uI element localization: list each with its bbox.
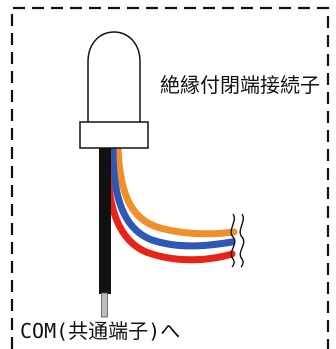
connector-cap-collar <box>79 121 149 149</box>
wire-orange <box>114 144 238 238</box>
connector-cap-dome <box>87 31 141 122</box>
wire-black <box>99 148 111 294</box>
cut-mark-1 <box>230 213 236 268</box>
dashed-frame <box>10 6 330 349</box>
com-terminal-label: COM(共通端子)へ <box>20 319 181 343</box>
colored-wires <box>104 144 238 264</box>
wire-blue <box>109 146 236 250</box>
wire-core <box>101 292 108 318</box>
connector-label: 絶縁付閉端接続子 <box>160 73 320 97</box>
cut-marks <box>230 213 245 268</box>
cut-mark-2 <box>239 213 245 268</box>
